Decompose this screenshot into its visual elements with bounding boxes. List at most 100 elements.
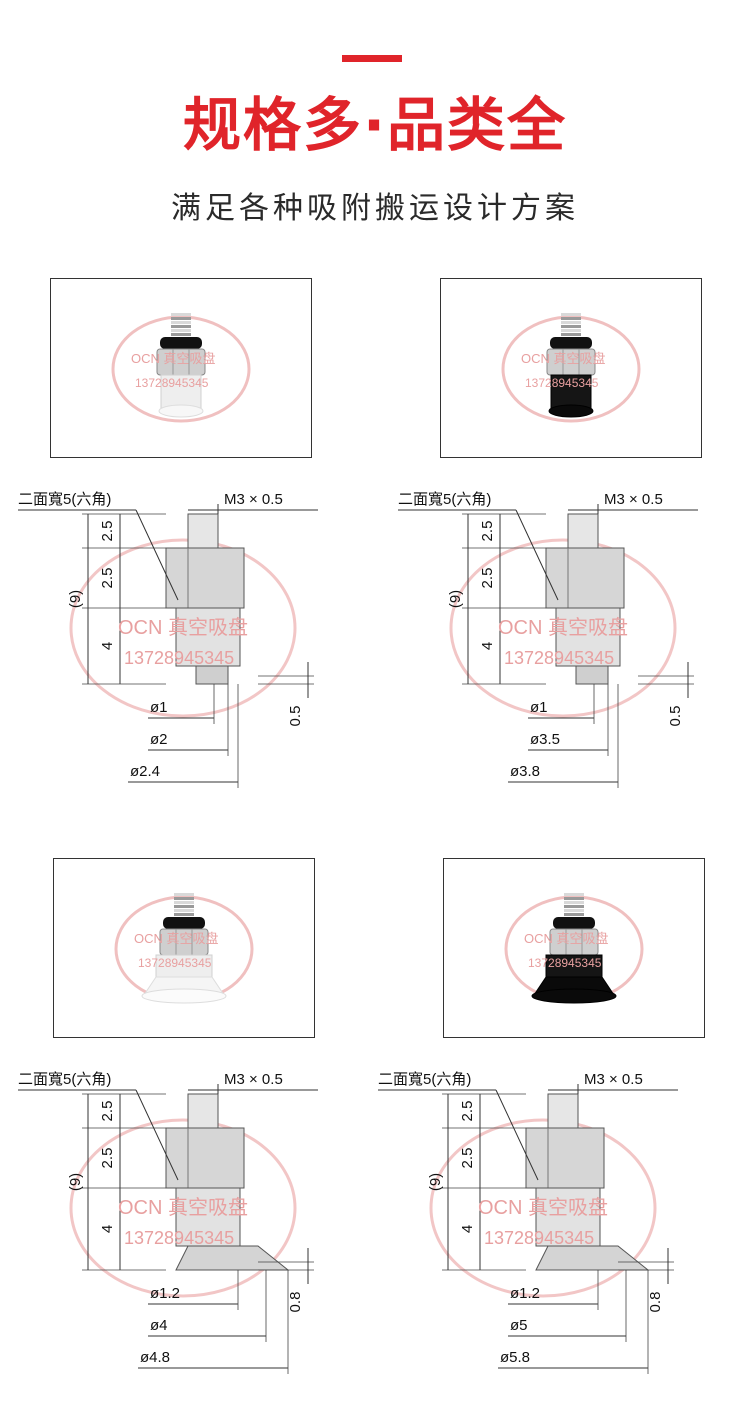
thread-spec-label: M3 × 0.5: [224, 1071, 283, 1088]
thread-spec-label: M3 × 0.5: [604, 491, 663, 508]
dim-overall: (9): [447, 590, 464, 608]
dim-overall: (9): [67, 590, 84, 608]
watermark-brand: OCN 真空吸盘: [478, 1196, 608, 1219]
thread-band: [564, 905, 584, 908]
lip-height-label: 0.8: [287, 1292, 304, 1313]
diameter-label-3: ø4.8: [140, 1349, 170, 1366]
thread-band: [564, 909, 584, 912]
diameter-label-2: ø2: [150, 731, 168, 748]
watermark-ring: [429, 1118, 657, 1298]
thread-band: [561, 329, 581, 332]
thread-band: [174, 897, 194, 900]
watermark-phone: 13728945345: [484, 1228, 594, 1248]
cup-body: [160, 374, 202, 410]
hex-leader: [495, 1089, 539, 1181]
cup-lip: [531, 988, 617, 1004]
hex-width-label: 二面寬5(六角): [378, 1070, 471, 1088]
hex-width-label: 二面寬5(六角): [18, 1070, 111, 1088]
thread-stud: [187, 1093, 219, 1129]
diameter-label-1: ø1: [530, 699, 548, 716]
hex-leader: [135, 1089, 179, 1181]
hex-nut-profile: [545, 547, 625, 609]
thread-band: [561, 317, 581, 320]
thread-band: [174, 909, 194, 912]
dim-lower: 4: [479, 642, 496, 650]
suction-cup-photo: OCN 真空吸盘 13728945345: [111, 313, 251, 423]
thread-spec-label: M3 × 0.5: [584, 1071, 643, 1088]
diameter-label-2: ø4: [150, 1317, 168, 1334]
thread-band: [171, 317, 191, 320]
cup-profile: [195, 665, 229, 685]
thread-band: [174, 913, 194, 916]
dim-upper: 2.5: [479, 521, 496, 542]
product-photo-3: OCN 真空吸盘 13728945345: [53, 858, 315, 1038]
thread-band: [171, 325, 191, 328]
thread-band: [171, 329, 191, 332]
suction-cup-photo: OCN 真空吸盘 13728945345: [114, 893, 254, 1004]
hex-nut-profile: [525, 1127, 605, 1189]
watermark-ring: [69, 1118, 297, 1298]
page-title: 规格多·品类全: [182, 91, 568, 159]
thread-band: [174, 905, 194, 908]
thread-band: [561, 325, 581, 328]
thread-band: [564, 913, 584, 916]
watermark-phone: 13728945345: [528, 956, 602, 970]
thread-spec-label: M3 × 0.5: [224, 491, 283, 508]
watermark-brand: OCN 真空吸盘: [524, 931, 609, 946]
thread-band: [561, 333, 581, 336]
thread-band: [171, 321, 191, 324]
product-photo-1: OCN 真空吸盘 13728945345: [50, 278, 312, 458]
thread-band: [171, 333, 191, 336]
watermark-phone: 13728945345: [504, 648, 614, 668]
dim-lower: 4: [99, 642, 116, 650]
dimension-drawing-2: 2.5 2.5 4 (9) 二面寬5(六角) M3 × 0.5 0.5 ø1 ø3.5 ø3.8 O…: [398, 478, 728, 822]
watermark-ring: [69, 538, 297, 718]
o-ring: [550, 337, 592, 349]
product-photo-4: OCN 真空吸盘 13728945345: [443, 858, 705, 1038]
watermark-brand: OCN 真空吸盘: [118, 1196, 248, 1219]
watermark-phone: 13728945345: [124, 648, 234, 668]
diameter-label-2: ø5: [510, 1317, 528, 1334]
diameter-label-3: ø2.4: [130, 763, 160, 780]
thread-stud: [187, 513, 219, 549]
watermark-brand: OCN 真空吸盘: [134, 931, 219, 946]
cup-body: [550, 374, 592, 410]
thread-band: [564, 901, 584, 904]
suction-cup-photo: OCN 真空吸盘 13728945345: [504, 893, 644, 1004]
thread-band: [561, 313, 581, 316]
watermark-brand: OCN 真空吸盘: [131, 351, 216, 366]
dim-hex: 2.5: [99, 568, 116, 589]
watermark-phone: 13728945345: [138, 956, 212, 970]
dim-overall: (9): [427, 1173, 444, 1191]
hex-width-label: 二面寬5(六角): [18, 490, 111, 508]
thread-band: [561, 321, 581, 324]
lip-height-label: 0.5: [287, 706, 304, 727]
dim-hex: 2.5: [479, 568, 496, 589]
diameter-label-1: ø1.2: [510, 1285, 540, 1302]
body-profile: [175, 1187, 241, 1247]
hex-width-label: 二面寬5(六角): [398, 490, 491, 508]
body-profile: [535, 1187, 601, 1247]
diameter-label-1: ø1: [150, 699, 168, 716]
hex-leader: [135, 509, 179, 601]
dim-lower: 4: [99, 1225, 116, 1233]
watermark-phone: 13728945345: [135, 376, 209, 390]
dim-upper: 2.5: [99, 521, 116, 542]
page-subtitle: 满足各种吸附搬运设计方案: [171, 191, 579, 226]
diameter-label-3: ø3.8: [510, 763, 540, 780]
lip-height-label: 0.5: [667, 706, 684, 727]
thread-band: [174, 893, 194, 896]
cup-profile: [175, 1245, 290, 1271]
cup-lip: [548, 404, 594, 418]
thread-stud: [547, 1093, 579, 1129]
hex-nut-profile: [165, 547, 245, 609]
lip-height-label: 0.8: [647, 1292, 664, 1313]
watermark-brand: OCN 真空吸盘: [498, 616, 628, 639]
diameter-label-2: ø3.5: [530, 731, 560, 748]
diameter-label-1: ø1.2: [150, 1285, 180, 1302]
watermark-brand: OCN 真空吸盘: [118, 616, 248, 639]
